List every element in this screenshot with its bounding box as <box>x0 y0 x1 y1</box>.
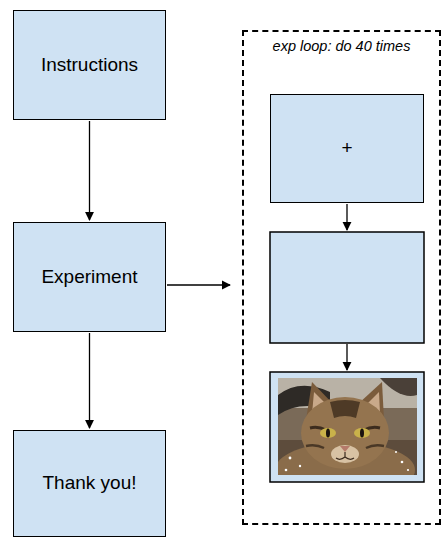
loop-label: exp loop: do 40 times <box>267 38 417 55</box>
flow-arrow <box>346 204 347 230</box>
flow-arrow <box>167 284 230 285</box>
flow-arrow <box>346 344 347 370</box>
process-box: Experiment <box>13 222 166 332</box>
box-label: Thank you! <box>35 468 145 499</box>
flow-arrow <box>89 121 90 220</box>
process-box: Thank you! <box>13 430 166 537</box>
fixation-box: + <box>270 94 424 203</box>
process-box: Instructions <box>13 10 166 120</box>
box-label: Instructions <box>33 50 146 81</box>
box-label: Experiment <box>33 262 145 293</box>
loop-region: exp loop: do 40 times + <box>242 30 441 525</box>
flow-arrow <box>89 333 90 428</box>
box-label: + <box>333 133 360 164</box>
blank-screen-box <box>270 232 424 343</box>
image-stimulus-box <box>270 372 424 498</box>
